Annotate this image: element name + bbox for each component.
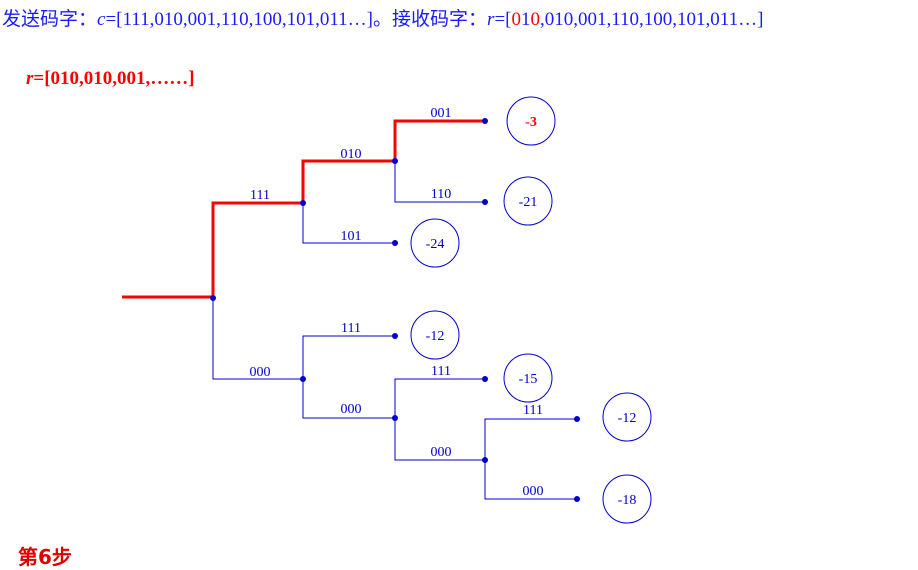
received-codeword-label: 接收码字： xyxy=(392,9,488,30)
tree-nodes xyxy=(210,118,580,502)
node-l3-d xyxy=(482,457,488,463)
path-metric: -24 xyxy=(426,237,445,252)
branch-000-l4 xyxy=(484,460,577,500)
branch-label: 000 xyxy=(341,402,362,417)
received-codeword-var: r xyxy=(487,9,495,30)
tree-branches xyxy=(212,161,577,500)
node-l1-b xyxy=(300,376,306,382)
branch-label: 001 xyxy=(431,106,452,121)
metric-circle xyxy=(503,176,553,226)
branch-110-l3 xyxy=(394,161,485,203)
step-label: 第6步 xyxy=(18,545,72,569)
metric-circle xyxy=(506,96,556,146)
codeword-header: 发送码字：c=[111,010,001,110,100,101,011…]。接收… xyxy=(2,4,763,31)
path-metric: -15 xyxy=(519,372,538,387)
path-metric: -12 xyxy=(426,329,445,344)
path-metric: -21 xyxy=(519,195,538,210)
branch-111-l3 xyxy=(394,378,485,418)
branch-label: 111 xyxy=(341,321,361,336)
path-metric: -3 xyxy=(525,115,537,130)
error-bit-1: 0 xyxy=(511,9,521,30)
branch-label: 000 xyxy=(523,484,544,499)
node-l2-b xyxy=(392,240,398,246)
path-metric: -18 xyxy=(618,493,637,508)
node-root xyxy=(210,295,216,301)
branch-label: 010 xyxy=(341,147,362,162)
branch-000-l2 xyxy=(302,379,395,419)
branch-101-l2 xyxy=(302,203,395,244)
branch-111-l2 xyxy=(302,335,395,379)
node-l2-a xyxy=(392,158,398,164)
metric-circle xyxy=(410,218,460,268)
sent-codeword-var: c xyxy=(97,9,106,30)
sent-codeword-value: =[111,010,001,110,100,101,011…]。 xyxy=(105,9,393,30)
branch-label: 101 xyxy=(341,229,362,244)
metric-circle xyxy=(410,310,460,360)
branch-label: 111 xyxy=(523,403,543,418)
received-prefix: r=[010,010,001,……] xyxy=(26,68,195,90)
received-codeword-open: =[ xyxy=(494,9,512,30)
branch-111-l4 xyxy=(484,418,577,460)
node-l2-c xyxy=(392,333,398,339)
branch-label: 000 xyxy=(250,365,271,380)
node-l2-d xyxy=(392,415,398,421)
branch-label: 111 xyxy=(250,188,270,203)
metric-circle xyxy=(602,392,652,442)
metric-circles xyxy=(410,96,652,524)
received-codeword-rest: ,010,001,110,100,101,011…] xyxy=(539,9,764,30)
node-l4-a xyxy=(574,416,580,422)
path-metric: -12 xyxy=(618,411,637,426)
received-prefix-var: r xyxy=(26,68,34,89)
metric-circle xyxy=(503,353,553,403)
branch-label: 110 xyxy=(431,187,451,202)
branch-label: 111 xyxy=(431,364,451,379)
node-l3-a xyxy=(482,118,488,124)
received-prefix-value: =[010,010,001,……] xyxy=(33,68,195,89)
node-l1-a xyxy=(300,200,306,206)
metric-circle xyxy=(602,474,652,524)
branch-000-l1 xyxy=(212,298,303,380)
node-l3-b xyxy=(482,199,488,205)
active-path xyxy=(122,119,485,299)
node-l4-b xyxy=(574,496,580,502)
node-l3-c xyxy=(482,376,488,382)
ok-bit: 1 xyxy=(520,9,531,30)
sent-codeword-label: 发送码字： xyxy=(2,9,98,30)
branch-label: 000 xyxy=(431,445,452,460)
error-bit-2: 0 xyxy=(530,9,540,30)
branch-000-l3 xyxy=(394,418,485,461)
